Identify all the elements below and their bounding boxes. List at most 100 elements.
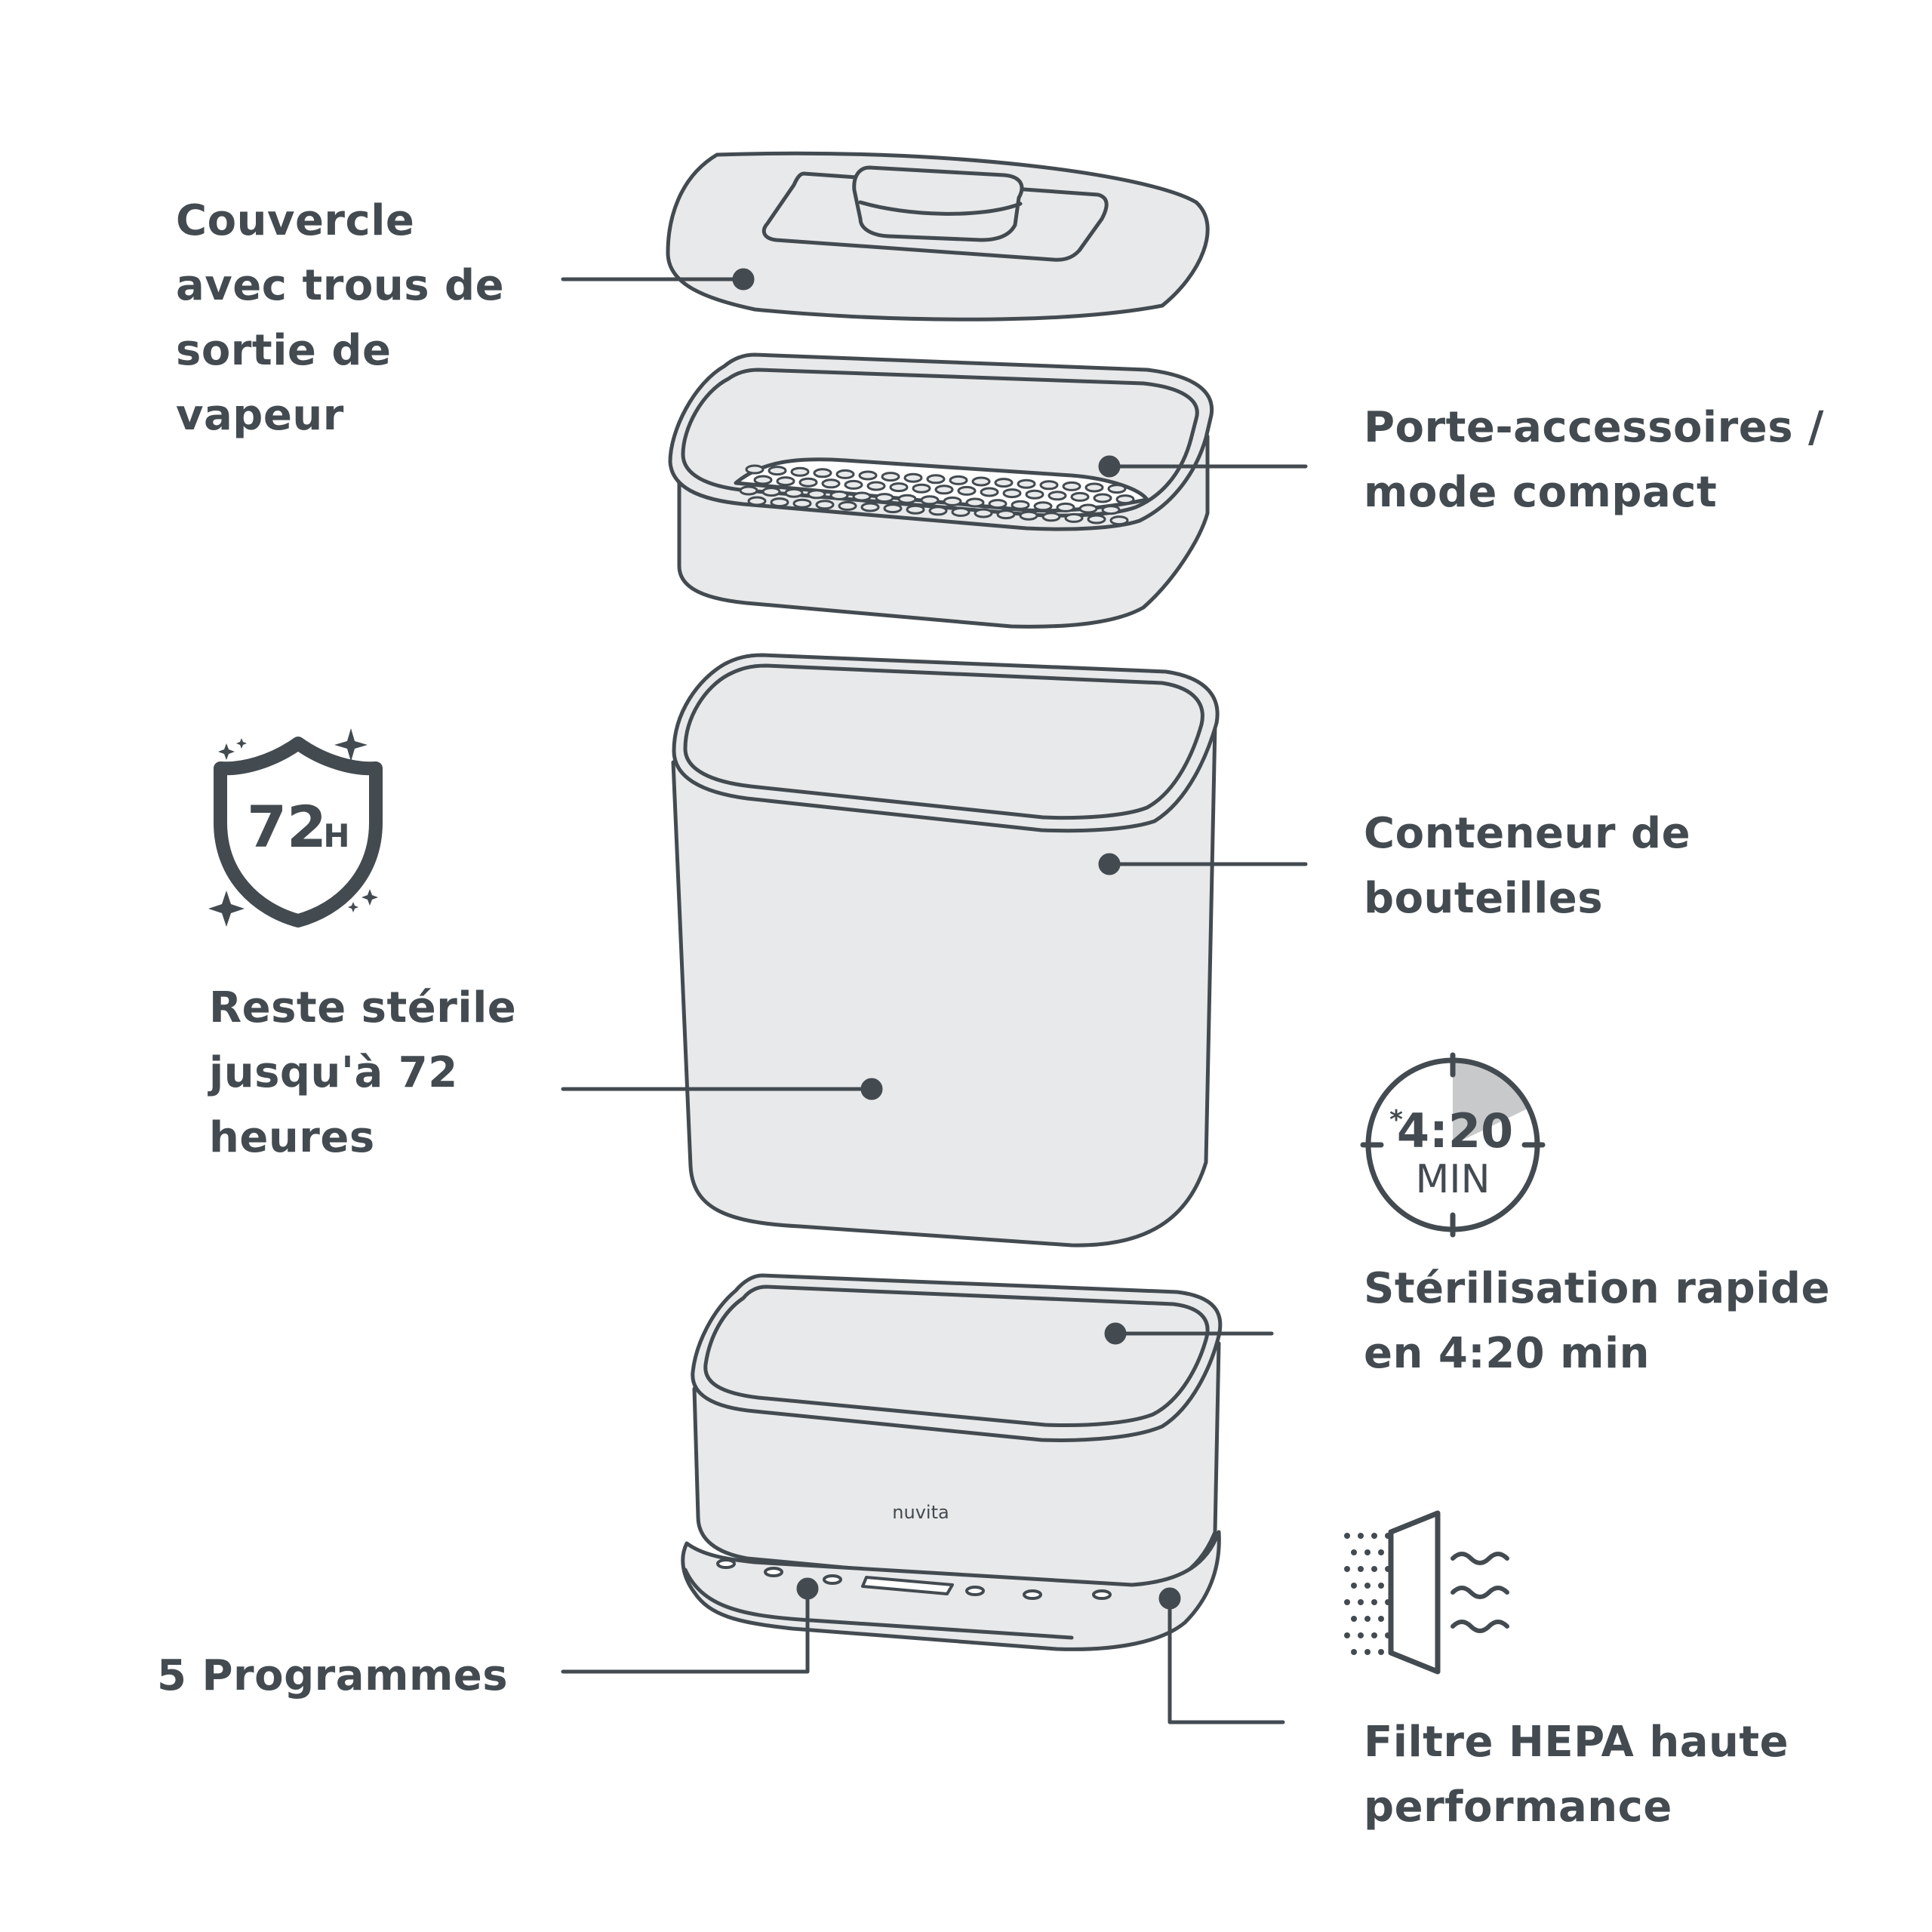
hepa-particle-dot — [1378, 1616, 1384, 1622]
hepa-particle-dot — [1358, 1599, 1364, 1605]
perforation-hole — [829, 490, 849, 500]
perforation-hole — [1017, 478, 1036, 489]
leader-dot-tray — [1098, 455, 1121, 478]
label-fast-line: en 4:20 min — [1364, 1329, 1651, 1378]
hepa-particle-dot — [1358, 1632, 1364, 1638]
tray-part — [668, 352, 1214, 629]
leader-dot-programs — [796, 1577, 819, 1600]
perforation-hole — [770, 497, 789, 508]
perforation-hole — [988, 499, 1008, 509]
perforation-hole — [768, 466, 787, 476]
base-part: nuvita — [681, 1273, 1223, 1651]
perforation-hole — [1039, 480, 1059, 491]
clock-icon: * 4:20 MIN — [1360, 1052, 1546, 1238]
hepa-particle-dot — [1371, 1632, 1377, 1638]
perforation-hole — [813, 468, 832, 478]
perforation-hole — [1101, 505, 1121, 515]
perforation-hole — [912, 483, 931, 494]
label-sterile-line: Reste stérile — [209, 983, 517, 1032]
label-tray: Porte-accessoires / mode compact — [1364, 395, 1824, 525]
perforation-hole — [875, 493, 894, 503]
sparkle-icons — [208, 728, 378, 927]
perforation-hole — [971, 476, 991, 487]
hepa-particle-dot — [1351, 1583, 1357, 1589]
perforation-hole — [1033, 501, 1053, 512]
perforation-hole — [747, 496, 767, 506]
perforation-hole — [951, 506, 971, 517]
perforation-hole — [745, 464, 764, 475]
hepa-particle-dot — [1378, 1583, 1384, 1589]
perforation-hole — [1011, 500, 1030, 510]
perforation-hole — [852, 491, 872, 502]
perforation-hole — [1019, 510, 1038, 521]
label-sterile: Reste stérile jusqu'à 72 heures — [209, 976, 516, 1171]
perforation-hole — [994, 478, 1014, 488]
label-lid-line: vapeur — [176, 391, 344, 440]
perforation-hole — [926, 474, 946, 485]
label-fast: Stérilisation rapide en 4:20 min — [1364, 1257, 1830, 1386]
perforation-hole — [753, 475, 773, 485]
perforation-hole — [1087, 514, 1106, 525]
hepa-particle-dot — [1364, 1616, 1371, 1622]
perforation-hole — [883, 503, 903, 514]
leader-dot-sterile — [860, 1078, 883, 1100]
perforation-hole — [866, 481, 886, 491]
perforation-hole — [1109, 515, 1129, 526]
shield-unit: H — [323, 817, 349, 854]
perforation-hole — [1064, 512, 1084, 523]
label-container-line: Conteneur de — [1364, 809, 1691, 858]
hepa-particle-dot — [1364, 1583, 1371, 1589]
leader-dot-fast — [1104, 1322, 1127, 1345]
perforation-hole — [974, 508, 993, 518]
label-lid-line: sortie de — [176, 326, 392, 375]
perforation-hole — [906, 504, 925, 515]
label-hepa: Filtre HEPA haute performance — [1364, 1710, 1789, 1840]
label-lid-line: Couvercle — [176, 196, 415, 245]
label-tray-line: Porte-accessoires / — [1364, 403, 1824, 452]
hepa-particle-dot — [1351, 1649, 1357, 1655]
hepa-particle-dot — [1344, 1566, 1350, 1572]
hepa-particle-dot — [1364, 1549, 1371, 1555]
perforation-hole — [1056, 502, 1075, 512]
perforation-hole — [776, 476, 795, 487]
perforation-hole — [1084, 482, 1104, 493]
perforation-hole — [1002, 488, 1022, 499]
filter-airflow-icon — [1344, 1510, 1509, 1675]
hepa-particle-dot — [1358, 1566, 1364, 1572]
leader-dot-hepa — [1158, 1587, 1181, 1610]
hepa-particle-dot — [1344, 1533, 1350, 1539]
perforation-hole — [1025, 489, 1044, 500]
hepa-particle-dot — [1371, 1533, 1377, 1539]
perforation-hole — [784, 488, 804, 498]
perforation-hole — [1115, 494, 1135, 505]
hepa-particle-dot — [1358, 1533, 1364, 1539]
hepa-particle-dot — [1344, 1632, 1350, 1638]
perforation-hole — [881, 472, 900, 482]
perforation-hole — [792, 498, 812, 509]
perforation-hole — [838, 500, 857, 511]
label-container: Conteneur de bouteilles — [1364, 801, 1690, 931]
perforation-hole — [821, 478, 841, 489]
timer-unit: MIN — [1415, 1157, 1490, 1202]
shield-number: 72 — [247, 793, 327, 860]
leader-hepa — [1168, 1596, 1285, 1724]
perforation-hole — [980, 487, 999, 497]
perforation-hole — [1078, 503, 1098, 514]
perforation-hole — [1093, 493, 1112, 503]
lid-part — [666, 151, 1210, 321]
perforation-hole — [739, 485, 758, 496]
timer-asterisk: * — [1389, 1105, 1403, 1135]
label-programs: 5 Programmes — [157, 1644, 508, 1709]
perforation-hole — [934, 485, 954, 495]
hepa-particle-dot — [1364, 1649, 1371, 1655]
brand-logo: nuvita — [892, 1502, 949, 1523]
label-sterile-line: heures — [209, 1113, 375, 1162]
shield-icon: 72 H — [208, 728, 383, 928]
perforation-hole — [798, 477, 818, 488]
perforation-hole — [815, 500, 835, 510]
hepa-particle-dot — [1371, 1566, 1377, 1572]
timer-time: 4:20 — [1397, 1103, 1513, 1158]
perforation-hole — [835, 469, 855, 479]
